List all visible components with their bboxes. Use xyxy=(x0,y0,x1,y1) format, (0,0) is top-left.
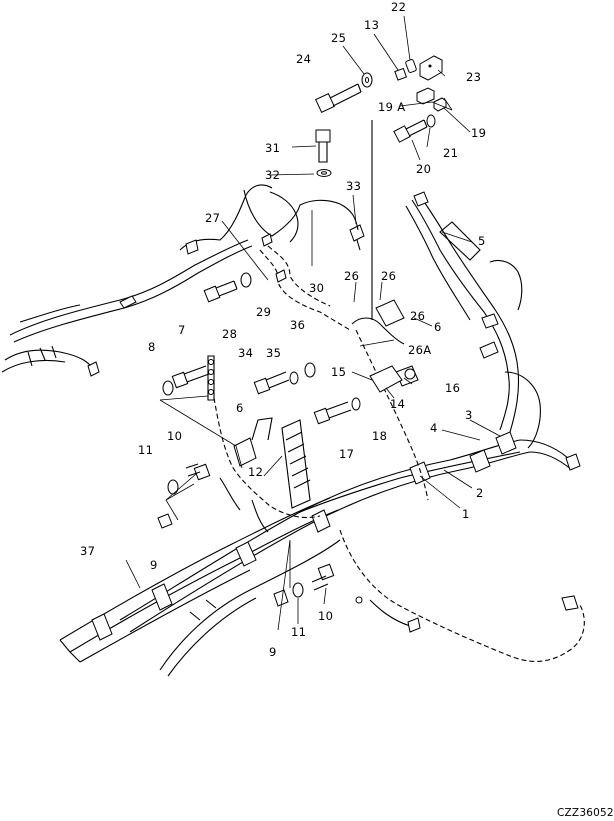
washer-35 xyxy=(289,371,299,385)
block-19a xyxy=(416,87,435,105)
callout-22: 22 xyxy=(391,0,406,14)
bolt-34 xyxy=(253,371,290,395)
callout-26-c: 26 xyxy=(410,309,425,323)
callout-32: 32 xyxy=(265,168,280,182)
callout-25: 25 xyxy=(331,31,346,45)
callout-14: 14 xyxy=(390,397,405,411)
callout-7: 7 xyxy=(178,323,186,337)
bolt-7 xyxy=(171,365,210,389)
connector-19 xyxy=(433,97,447,112)
clip-9-lower xyxy=(273,589,289,607)
callout-36: 36 xyxy=(290,318,305,332)
washer-11-lower xyxy=(292,582,304,598)
callout-11-lower: 11 xyxy=(291,625,306,639)
clip-9-upper xyxy=(157,513,173,529)
bolt-10-upper xyxy=(185,463,211,481)
callout-19a: 19 A xyxy=(378,100,405,114)
bolt-10-lower xyxy=(311,563,335,591)
bolt-20 xyxy=(393,119,428,143)
harness-right-lower xyxy=(339,529,585,662)
harness-right-vertical xyxy=(405,191,541,449)
callout-10-upper: 10 xyxy=(167,429,182,443)
washer-8 xyxy=(162,380,174,396)
callout-17: 17 xyxy=(339,447,354,461)
callout-26A: 26A xyxy=(408,343,431,357)
switch-33 xyxy=(349,224,365,251)
callout-37: 37 xyxy=(80,544,95,558)
callout-23: 23 xyxy=(466,70,481,84)
callout-10-lower: 10 xyxy=(318,609,333,623)
callout-12: 12 xyxy=(248,465,263,479)
callout-11-upper: 11 xyxy=(138,443,153,457)
callout-31: 31 xyxy=(265,141,280,155)
callout-34: 34 xyxy=(238,346,253,360)
callout-2: 2 xyxy=(476,486,484,500)
nut-13 xyxy=(394,67,408,81)
bracket-23 xyxy=(419,55,443,81)
callout-18: 18 xyxy=(372,429,387,443)
leader-lines xyxy=(125,15,501,631)
callout-33: 33 xyxy=(346,179,361,193)
callout-28: 28 xyxy=(222,327,237,341)
callout-1: 1 xyxy=(462,507,470,521)
callout-15: 15 xyxy=(331,365,346,379)
callout-4: 4 xyxy=(430,421,438,435)
harness-37 xyxy=(59,497,339,663)
washer-21 xyxy=(426,114,436,128)
harness-upper-loop xyxy=(179,184,359,331)
callout-20: 20 xyxy=(416,162,431,176)
callout-24: 24 xyxy=(296,52,311,66)
fuse-strip-7 xyxy=(207,355,215,401)
callout-6-upper: 6 xyxy=(434,320,442,334)
callout-labels: 22 13 25 24 23 19 A 19 21 20 31 32 33 27… xyxy=(80,0,486,659)
callout-16: 16 xyxy=(445,381,460,395)
callout-29: 29 xyxy=(256,305,271,319)
spacer-22 xyxy=(405,59,417,73)
callout-9-upper: 9 xyxy=(150,558,158,572)
callout-6-lower: 6 xyxy=(236,401,244,415)
harness-left-middle xyxy=(213,397,321,533)
harness-left-upper xyxy=(1,239,253,377)
relay-block-12 xyxy=(281,419,311,509)
callout-26-b: 26 xyxy=(381,269,396,283)
bolt-17 xyxy=(313,401,352,425)
callout-21: 21 xyxy=(443,146,458,160)
harness-main-cross xyxy=(119,431,581,633)
callout-26-a: 26 xyxy=(344,269,359,283)
callout-8: 8 xyxy=(148,340,156,354)
washer-29 xyxy=(240,272,252,288)
washer-11-upper xyxy=(167,479,179,495)
bolt-31 xyxy=(315,129,331,163)
washer-18 xyxy=(351,397,361,411)
callout-13: 13 xyxy=(364,18,379,32)
callout-19: 19 xyxy=(471,126,486,140)
callout-5: 5 xyxy=(478,234,486,248)
reference-code: CZZ36052 xyxy=(557,807,614,819)
callout-9-lower: 9 xyxy=(269,645,277,659)
washer-25 xyxy=(361,72,373,88)
bolt-28 xyxy=(203,280,238,303)
washer-32 xyxy=(316,169,332,177)
callout-35: 35 xyxy=(266,346,281,360)
harness-lower-branch xyxy=(159,539,341,677)
callout-30: 30 xyxy=(309,281,324,295)
bolt-24 xyxy=(315,83,362,113)
callout-27: 27 xyxy=(205,211,220,225)
washer-36 xyxy=(304,362,316,378)
bracket-14-16 xyxy=(369,365,416,393)
callout-3: 3 xyxy=(465,408,473,422)
